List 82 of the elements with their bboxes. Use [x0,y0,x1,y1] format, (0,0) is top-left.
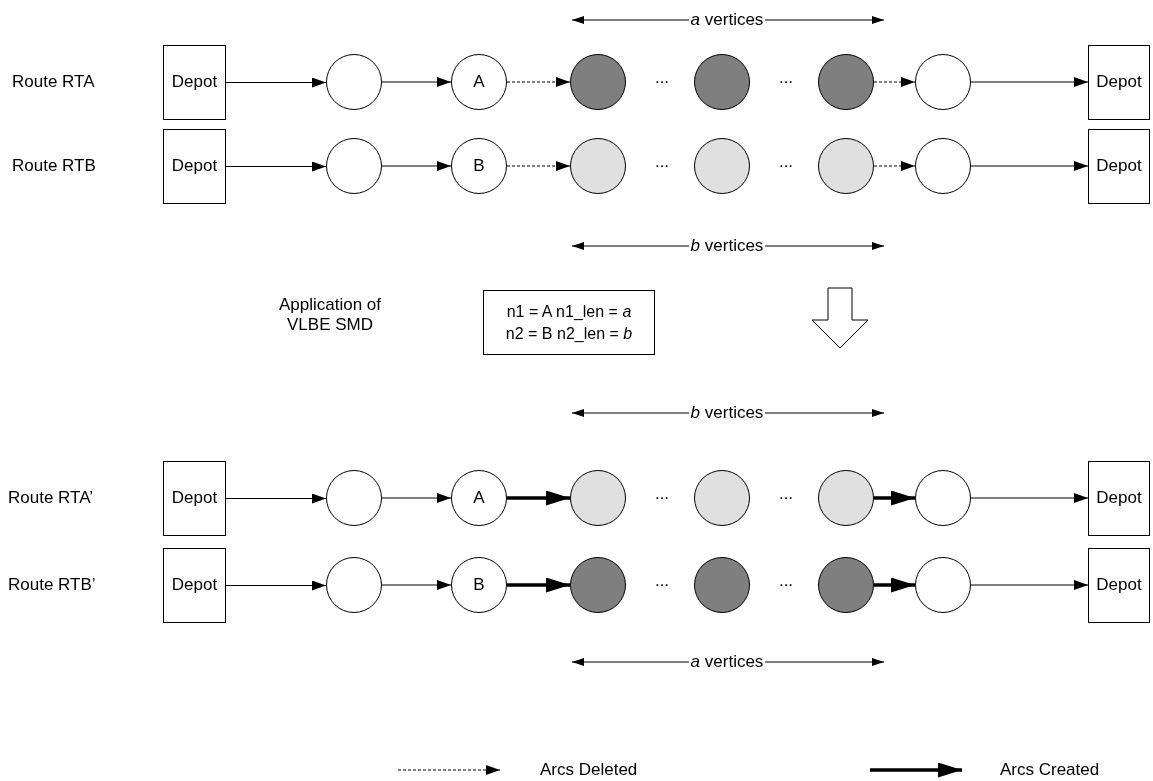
vertex-circle [818,138,874,194]
vertex-circle [694,138,750,194]
vertex-circle [326,557,382,613]
vertex-circle [570,138,626,194]
arrow [225,161,327,172]
legend-label: Arcs Created [1000,759,1100,781]
arrow [381,161,452,171]
arrow [381,77,452,87]
vertex-circle [570,54,626,110]
row-label: Route RTB [12,155,96,177]
arrow [225,580,327,591]
row-label: Route RTA’ [8,487,94,509]
depot-box [163,45,226,120]
node-label: B [473,154,485,177]
vertex-circle [818,470,874,526]
info-box [483,290,655,355]
vertex-circle [570,470,626,526]
assignment-text: n1 = A n1_len = a [506,301,632,322]
vertex-circle [915,470,971,526]
arrow [506,161,571,171]
arrow [874,490,915,506]
vertex-circle [451,557,507,613]
depot-box [1088,461,1150,536]
depot-box [1088,129,1150,204]
ellipsis-text: ... [778,570,794,592]
vertex-circle [694,470,750,526]
node-label: Depot [171,71,218,94]
arrow [874,577,915,593]
arrow [506,77,571,87]
node-label: Depot [1096,574,1142,597]
arrow [970,493,1089,503]
vertex-circle [694,54,750,110]
depot-box [163,129,226,204]
annotation-text: Application of VLBE SMD [277,295,383,336]
vertex-circle [451,54,507,110]
arrow [381,580,452,590]
arrow [507,490,570,506]
ellipsis-text: ... [654,483,670,505]
arrow [873,77,916,87]
node-label: Depot [1096,155,1142,178]
arrow [970,77,1089,87]
node-label: A [473,70,485,93]
arrow [225,77,327,88]
vertex-circle [570,557,626,613]
ellipsis-text: ... [654,570,670,592]
ellipsis-text: ... [654,67,670,89]
ellipsis-text: ... [778,483,794,505]
row-label: Route RTA [12,71,95,93]
arrow [970,161,1089,171]
vertex-circle [451,470,507,526]
depot-box [1088,548,1150,623]
node-label: Depot [171,574,218,597]
arrow [873,161,916,171]
node-label: A [473,486,485,509]
vertex-circle [818,54,874,110]
depot-box [163,461,226,536]
arrow [507,577,570,593]
vertex-circle [326,138,382,194]
row-label: Route RTB’ [8,574,96,596]
vertex-circle [694,557,750,613]
vertex-circle [915,54,971,110]
vertex-circle [326,470,382,526]
node-label: Depot [171,487,218,510]
assignment-text: n2 = B n2_len = b [505,323,633,344]
vertex-circle [915,557,971,613]
vertex-circle [326,54,382,110]
arrow [381,493,452,503]
depot-box [163,548,226,623]
vertex-circle [818,557,874,613]
ellipsis-text: ... [778,151,794,173]
vertex-circle [915,138,971,194]
node-label: Depot [171,155,218,178]
ellipsis-text: ... [654,151,670,173]
node-label: B [473,573,485,596]
node-label: Depot [1096,71,1142,94]
arrow [970,580,1089,590]
node-label: Depot [1096,487,1142,510]
arrow [225,493,327,504]
ellipsis-text: ... [778,67,794,89]
vertex-circle [451,138,507,194]
legend-label: Arcs Deleted [540,759,638,781]
depot-box [1088,45,1150,120]
